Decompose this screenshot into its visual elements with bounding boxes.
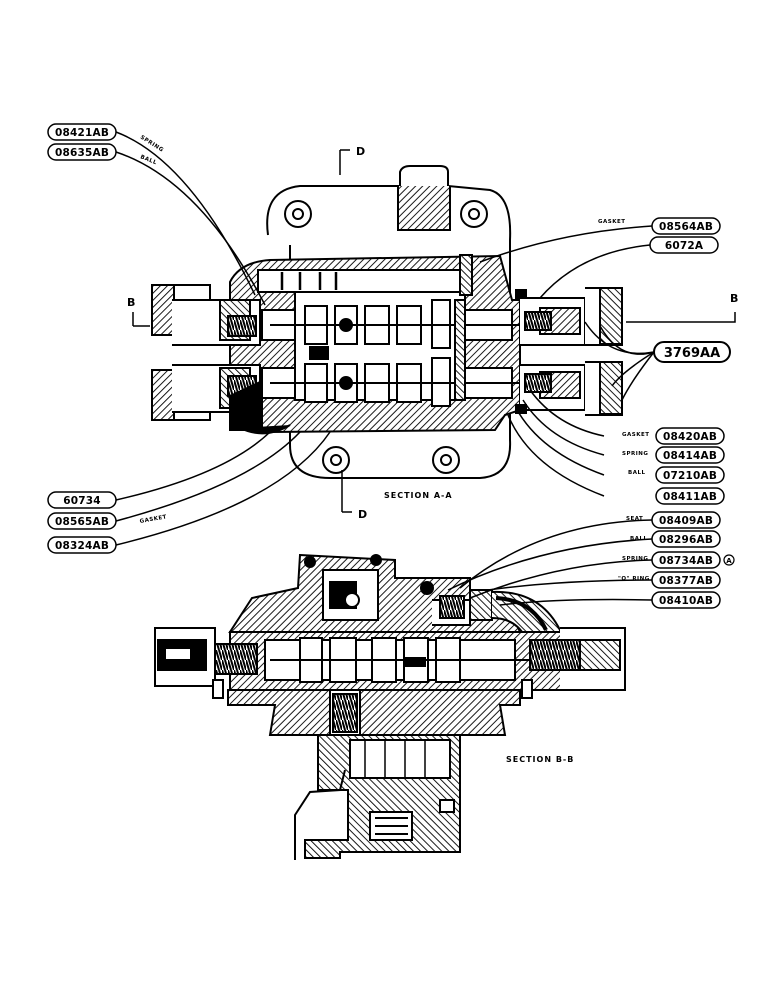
part-label-08734AB: 08734AB — [651, 551, 721, 569]
cut-mark-d-top: D — [356, 145, 365, 158]
part-label-08411AB: 08411AB — [655, 487, 725, 505]
svg-text:07210AB: 07210AB — [663, 470, 717, 482]
note-ball-b: BALL — [630, 536, 647, 542]
circled-a-mark: A — [723, 554, 735, 566]
part-label-08414AB: 08414AB — [655, 446, 725, 464]
part-label-3769AA: 3769AA — [653, 341, 731, 363]
cut-mark-b-left: B — [127, 296, 135, 309]
note-spring-b: SPRING — [622, 556, 648, 562]
svg-text:08564AB: 08564AB — [659, 221, 713, 233]
part-label-08409AB: 08409AB — [651, 511, 721, 529]
part-label-08564AB: 08564AB — [651, 217, 721, 235]
svg-text:08565AB: 08565AB — [55, 516, 109, 528]
svg-text:08635AB: 08635AB — [55, 147, 109, 159]
note-gasket-top: GASKET — [598, 219, 626, 225]
section-b-b-caption: SECTION B-B — [506, 755, 574, 764]
svg-text:08414AB: 08414AB — [663, 450, 717, 462]
svg-text:08420AB: 08420AB — [663, 431, 717, 443]
svg-text:A: A — [726, 557, 732, 565]
note-seat: SEAT — [626, 516, 643, 522]
note-ball-right: BALL — [628, 470, 645, 476]
svg-text:08410AB: 08410AB — [659, 595, 713, 607]
part-label-08296AB: 08296AB — [651, 530, 721, 548]
part-label-08565AB: 08565AB — [47, 512, 117, 530]
svg-text:6072A: 6072A — [665, 240, 704, 252]
svg-text:08324AB: 08324AB — [55, 540, 109, 552]
note-ball-top: BALL — [139, 154, 157, 166]
svg-text:08734AB: 08734AB — [659, 555, 713, 567]
leader-lines — [115, 131, 655, 606]
note-o-ring: "O" RING — [618, 576, 650, 582]
part-label-08377AB: 08377AB — [651, 571, 721, 589]
svg-text:08409AB: 08409AB — [659, 515, 713, 527]
note-gasket-right: GASKET — [622, 432, 650, 438]
svg-text:08296AB: 08296AB — [659, 534, 713, 546]
part-label-6072A: 6072A — [649, 236, 719, 254]
note-spring-top: SPRING — [139, 135, 165, 154]
section-b-b-drawing — [154, 553, 626, 860]
svg-text:08421AB: 08421AB — [55, 127, 109, 139]
part-label-60734: 60734 — [47, 491, 117, 509]
svg-text:3769AA: 3769AA — [664, 346, 720, 361]
section-a-a-drawing — [132, 149, 736, 513]
section-a-a-caption: SECTION A-A — [384, 491, 453, 500]
part-label-07210AB: 07210AB — [655, 466, 725, 484]
part-label-08410AB: 08410AB — [651, 591, 721, 609]
part-label-08324AB: 08324AB — [47, 536, 117, 554]
part-label-08421AB: 08421AB — [47, 123, 117, 141]
svg-text:08411AB: 08411AB — [663, 491, 717, 503]
cut-mark-b-right: B — [730, 292, 738, 305]
part-label-08635AB: 08635AB — [47, 143, 117, 161]
svg-text:60734: 60734 — [63, 495, 101, 507]
cut-mark-d-bottom: D — [358, 508, 367, 521]
note-gasket-left: GASKET — [139, 514, 167, 525]
svg-text:08377AB: 08377AB — [659, 575, 713, 587]
part-label-08420AB: 08420AB — [655, 427, 725, 445]
note-spring-right: SPRING — [622, 451, 648, 457]
